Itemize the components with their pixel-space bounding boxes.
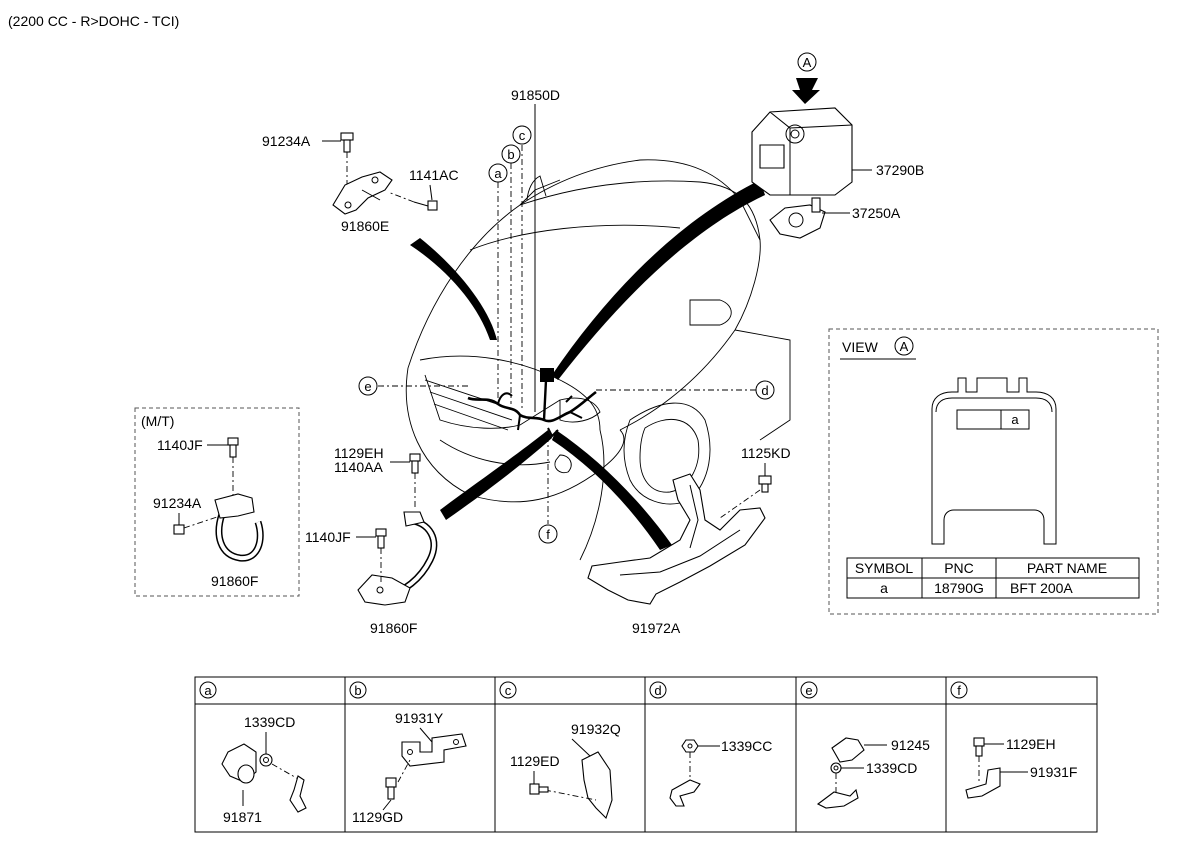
svg-text:91234A: 91234A [153,495,202,511]
svg-text:91932Q: 91932Q [571,721,621,737]
svg-text:91972A: 91972A [632,620,681,636]
svg-text:91860F: 91860F [211,573,258,589]
detail-cell-b: 91931Y 1129GD [352,710,467,825]
svg-text:1140JF: 1140JF [157,437,203,453]
marker-b: b [501,144,521,164]
svg-text:b: b [507,147,514,162]
svg-text:1339CD: 1339CD [866,760,917,776]
detail-cell-c: 91932Q 1129ED [510,721,621,820]
svg-text:a: a [880,580,888,596]
bolt-icon [409,453,421,474]
svg-text:1141AC: 1141AC [409,167,459,183]
bolt-icon [227,437,239,458]
svg-text:a: a [204,683,212,698]
svg-text:18790G: 18790G [934,580,984,596]
svg-text:c: c [519,128,526,143]
header-c: c [499,681,517,699]
svg-text:c: c [505,683,512,698]
svg-text:1140JF: 1140JF [305,529,351,545]
detail-cell-e: 91245 1339CD [816,737,930,809]
svg-text:PART NAME: PART NAME [1027,560,1107,576]
svg-text:1129GD: 1129GD [352,809,403,825]
view-a-parts-table: SYMBOL PNC PART NAME a 18790G BFT 200A [846,557,1140,599]
svg-text:A: A [803,55,812,70]
marker-e: e [358,376,378,396]
marker-c: c [512,125,532,145]
svg-text:91860E: 91860E [341,218,389,234]
svg-text:(M/T): (M/T) [141,413,174,429]
svg-text:91871: 91871 [223,809,262,825]
detail-parts-table: a b c d e f 1339CD 91871 91931Y [194,676,1098,833]
engine-note: (2200 CC - R>DOHC - TCI) [8,13,179,29]
svg-text:f: f [546,527,550,542]
marker-d: d [755,380,775,400]
bolt-icon [173,524,185,535]
header-e: e [800,681,818,699]
svg-text:e: e [364,379,371,394]
bolt-icon [973,737,985,757]
bolt-icon [340,132,354,153]
svg-text:1125KD: 1125KD [741,445,791,461]
svg-text:d: d [761,383,768,398]
wiring-harness [467,368,597,438]
svg-text:91860F: 91860F [370,620,417,636]
svg-text:VIEW: VIEW [842,339,879,355]
svg-text:37290B: 37290B [876,162,924,178]
svg-text:BFT 200A: BFT 200A [1010,580,1073,596]
bolt-icon [385,777,397,800]
detail-cell-d: 1339CC [669,738,772,807]
svg-text:A: A [900,339,909,354]
svg-text:PNC: PNC [944,560,974,576]
bolt-icon [529,783,549,795]
svg-text:91234A: 91234A [262,133,311,149]
detail-cell-a: 1339CD 91871 [221,714,307,825]
header-d: d [649,681,667,699]
header-f: f [950,681,968,699]
svg-text:1129EH: 1129EH [334,445,384,461]
svg-text:f: f [957,683,961,698]
svg-text:91245: 91245 [891,737,930,753]
svg-text:1339CC: 1339CC [721,738,772,754]
battery-fuse-box-37290b: 37290B [751,107,924,196]
nut-icon [830,762,842,774]
marker-leaders [378,104,756,524]
svg-text:1129EH: 1129EH [1006,736,1056,752]
fuse-label: a [1011,412,1019,427]
svg-text:1140AA: 1140AA [334,459,383,475]
svg-text:1339CD: 1339CD [244,714,295,730]
bracket-91972a: 1125KD 91972A [587,445,791,636]
svg-text:b: b [354,683,361,698]
terminal-37250a: 37250A [769,197,901,239]
nut-icon [681,739,699,753]
ground-bracket-91860e: 91234A 1141AC 91860E [262,132,459,234]
view-a-panel: VIEW A a SYMBOL PNC PART NAME a 18790G B… [828,328,1159,615]
svg-text:91931F: 91931F [1030,764,1077,780]
sweep-indicators [410,180,765,550]
header-b: b [349,681,367,699]
svg-text:a: a [494,166,502,181]
detail-cell-f: 1129EH 91931F [965,736,1077,799]
svg-text:37250A: 37250A [852,205,901,221]
bolt-icon [375,528,387,549]
screw-icon [413,200,438,211]
bolt-icon [758,475,772,493]
marker-f: f [538,524,558,544]
svg-text:SYMBOL: SYMBOL [855,560,914,576]
label-91850d: 91850D [511,87,560,103]
battery-ground-cable-91860f: 1129EH 1140AA 1140JF 91860F [305,445,438,636]
mt-variant-box: (M/T) 1140JF 91234A 91860F [134,407,300,597]
nut-icon [259,753,273,767]
svg-text:91931Y: 91931Y [395,710,444,726]
view-a-arrow: A [792,52,820,104]
svg-text:d: d [654,683,661,698]
svg-text:e: e [805,683,812,698]
svg-text:1129ED: 1129ED [510,753,560,769]
marker-a: a [488,163,508,183]
header-a: a [199,681,217,699]
